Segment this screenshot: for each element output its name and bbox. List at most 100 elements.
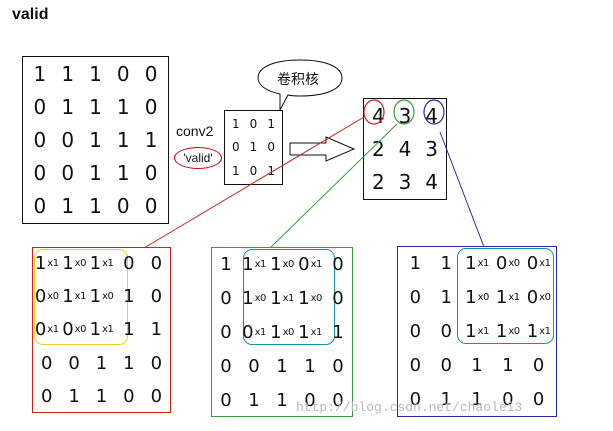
example-matrix-1 bbox=[32, 247, 171, 413]
input-cell-r4c5: 0 bbox=[144, 160, 158, 185]
output-cell-r3c2: 3 bbox=[398, 169, 412, 194]
output-cell-r1c1: 4 bbox=[371, 104, 385, 129]
input-cell-r4c2: 0 bbox=[61, 160, 75, 185]
example-3-cell-r3c2: 0 bbox=[431, 314, 462, 348]
example-2-kernel-weight: x0 bbox=[310, 292, 323, 304]
example-3-kernel-weight: x0 bbox=[508, 325, 520, 337]
connector-blue bbox=[439, 131, 485, 248]
example-1-value: 1 bbox=[123, 319, 135, 341]
output-circle-green bbox=[393, 99, 415, 125]
example-2-kernel-weight: x1 bbox=[310, 258, 323, 270]
example-1-cell-r2c5: 0 bbox=[143, 280, 170, 313]
output-cell-r2c1: 2 bbox=[371, 136, 385, 161]
example-1-value: 0 bbox=[150, 352, 163, 374]
kernel-cell-r1c1: 1 bbox=[232, 116, 240, 131]
example-1-value: 0 bbox=[150, 253, 163, 275]
example-1-value: 0 bbox=[34, 286, 47, 308]
example-3-kernel-weight: x0 bbox=[477, 291, 490, 303]
page-title: valid bbox=[12, 6, 49, 23]
example-3-value: 0 bbox=[409, 286, 422, 308]
example-3-value: 1 bbox=[495, 286, 508, 308]
input-cell-r5c1: 0 bbox=[33, 193, 47, 218]
example-3-cell-r4c5: 0 bbox=[523, 349, 554, 383]
input-cell-r3c5: 1 bbox=[144, 127, 158, 152]
example-1-value: 1 bbox=[95, 385, 108, 407]
example-3-cell-r4c2: 0 bbox=[431, 349, 462, 383]
example-2-kernel-weight: x1 bbox=[254, 326, 267, 338]
example-1-cell-r4c3: 1 bbox=[88, 347, 115, 380]
example-2-kernel-weight: x1 bbox=[310, 326, 323, 338]
example-1-kernel-weight: x1 bbox=[74, 291, 87, 303]
example-1-kernel-weight: x1 bbox=[102, 324, 114, 336]
example-3-value: 1 bbox=[526, 320, 539, 342]
input-cell-r1c1: 1 bbox=[33, 62, 47, 87]
input-cell-r5c2: 1 bbox=[61, 193, 75, 218]
example-1-value: 1 bbox=[95, 352, 108, 374]
example-2-value: 0 bbox=[332, 389, 344, 411]
example-3-value: 1 bbox=[471, 355, 483, 377]
example-2-value: 1 bbox=[276, 389, 288, 411]
example-1-value: 0 bbox=[34, 319, 47, 341]
example-3-kernel-weight: x1 bbox=[539, 325, 551, 337]
example-1-cell-r4c4: 1 bbox=[115, 347, 142, 380]
output-cell-r3c3: 4 bbox=[425, 169, 439, 194]
input-cell-r5c5: 0 bbox=[144, 193, 158, 218]
example-1-kernel-weight: x1 bbox=[47, 258, 59, 270]
example-2-kernel-weight: x1 bbox=[254, 258, 267, 270]
example-1-kernel-weight: x1 bbox=[47, 324, 59, 336]
example-1-value: 1 bbox=[34, 253, 47, 275]
example-1-cell-r3c5: 1 bbox=[143, 313, 170, 346]
valid-mode-label: 'valid' bbox=[174, 147, 222, 169]
kernel-cell-r3c3: 1 bbox=[267, 164, 275, 179]
input-cell-r3c3: 1 bbox=[89, 127, 102, 152]
right-arrow-icon bbox=[289, 136, 356, 162]
example-1-value: 0 bbox=[40, 352, 53, 374]
kernel-cell-r2c1: 0 bbox=[232, 140, 240, 155]
input-cell-r2c5: 0 bbox=[144, 95, 158, 120]
example-1-cell-r5c1: 0 bbox=[33, 380, 60, 413]
example-2-value: 1 bbox=[332, 321, 344, 343]
example-3-cell-r5c3: 1 bbox=[462, 383, 493, 417]
example-1-value: 1 bbox=[150, 319, 163, 341]
output-circle-red bbox=[363, 99, 385, 125]
connector-green bbox=[269, 123, 398, 249]
example-1-cell-r5c2: 1 bbox=[60, 380, 87, 413]
example-3-cell-r1c2: 1 bbox=[431, 246, 462, 280]
example-2-cell-r1c5: 0 bbox=[324, 247, 352, 281]
example-1-value: 0 bbox=[150, 385, 163, 407]
example-1-value: 0 bbox=[123, 385, 135, 407]
output-cell-r2c3: 3 bbox=[425, 136, 439, 161]
kernel-cell-r3c2: 0 bbox=[249, 164, 258, 179]
example-2-value: 1 bbox=[298, 321, 310, 343]
example-3-value: 0 bbox=[440, 355, 452, 377]
example-3-cell-r4c4: 1 bbox=[492, 349, 523, 383]
example-3-value: 1 bbox=[495, 320, 508, 342]
input-cell-r2c2: 1 bbox=[61, 95, 75, 120]
input-cell-r1c2: 1 bbox=[61, 62, 75, 87]
example-2-value: 0 bbox=[220, 321, 232, 343]
example-1-cell-r4c5: 0 bbox=[143, 347, 170, 380]
example-3-kernel-weight: x0 bbox=[539, 291, 551, 303]
output-cell-r3c1: 2 bbox=[371, 169, 385, 194]
example-1-value: 1 bbox=[123, 286, 135, 308]
example-2-value: 1 bbox=[242, 287, 254, 309]
example-1-value: 1 bbox=[89, 319, 102, 341]
example-2-value: 1 bbox=[304, 355, 316, 377]
input-cell-r3c4: 1 bbox=[116, 127, 130, 152]
example-2-cell-r2c5: 0 bbox=[324, 281, 352, 315]
example-2-value: 0 bbox=[332, 355, 344, 377]
example-1-value: 0 bbox=[62, 319, 74, 341]
input-cell-r4c4: 1 bbox=[116, 160, 130, 185]
